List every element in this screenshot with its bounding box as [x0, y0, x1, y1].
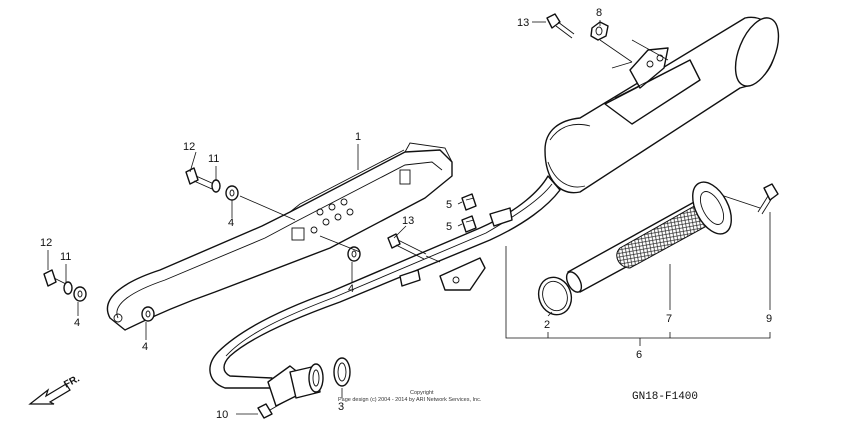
spark-arrester[interactable] [564, 176, 761, 295]
front-direction-label: FR. [62, 373, 82, 390]
callout-3: 3 [338, 401, 344, 413]
exhaust-pipe[interactable] [209, 175, 561, 389]
washer-11-lower[interactable] [63, 281, 73, 295]
bolt-10[interactable] [257, 401, 285, 419]
callout-6: 6 [636, 349, 642, 361]
callout-13-top: 13 [517, 17, 529, 29]
copyright-title: Copyright [410, 390, 434, 396]
callout-2: 2 [544, 319, 550, 331]
callout-8: 8 [596, 7, 602, 19]
collar-4-rear[interactable] [141, 306, 155, 322]
callout-5-upper: 5 [446, 199, 452, 211]
callout-7: 7 [666, 313, 672, 325]
callout-11-lower: 11 [60, 251, 71, 263]
collar-4-mid[interactable] [347, 246, 361, 262]
callout-1: 1 [355, 131, 361, 143]
callout-12-upper: 12 [183, 141, 195, 153]
callout-labels: 1 12 11 4 12 11 4 4 4 13 5 5 13 8 2 7 9 … [40, 7, 772, 421]
callout-4-rear: 4 [142, 341, 148, 353]
callout-4-upper: 4 [228, 217, 234, 229]
bolt-9[interactable] [757, 183, 779, 215]
callout-9: 9 [766, 313, 772, 325]
collar-4-upper[interactable] [225, 185, 239, 201]
exhaust-flange[interactable] [267, 363, 324, 407]
collar-4-lower[interactable] [73, 286, 87, 302]
callout-11-upper: 11 [208, 153, 219, 165]
exhaust-gasket[interactable] [333, 357, 351, 387]
washer-11-upper[interactable] [211, 179, 221, 193]
heat-shield-protector[interactable] [106, 142, 453, 331]
callout-5-lower: 5 [446, 221, 452, 233]
bolt-13-muffler[interactable] [546, 13, 575, 39]
callout-10: 10 [216, 409, 228, 421]
diagram-code: GN18-F1400 [632, 391, 698, 403]
leader-lines [47, 20, 771, 415]
front-direction-arrow-icon: FR. [28, 373, 82, 405]
bolt-12-lower[interactable] [43, 269, 67, 287]
clip-5-lower[interactable] [461, 215, 477, 233]
copyright-notice: Page design (c) 2004 - 2014 by ARI Netwo… [338, 397, 482, 403]
muffler[interactable] [544, 12, 787, 194]
gasket-ring[interactable] [533, 273, 576, 320]
bolt-13-pipe[interactable] [387, 233, 441, 263]
callout-13-mid: 13 [402, 215, 414, 227]
callout-4-lower: 4 [74, 317, 80, 329]
clip-5-upper[interactable] [461, 193, 477, 211]
nut-8[interactable] [590, 21, 609, 41]
callout-12-lower: 12 [40, 237, 52, 249]
bolt-12-upper[interactable] [185, 167, 215, 190]
callout-4-mid: 4 [348, 283, 354, 295]
